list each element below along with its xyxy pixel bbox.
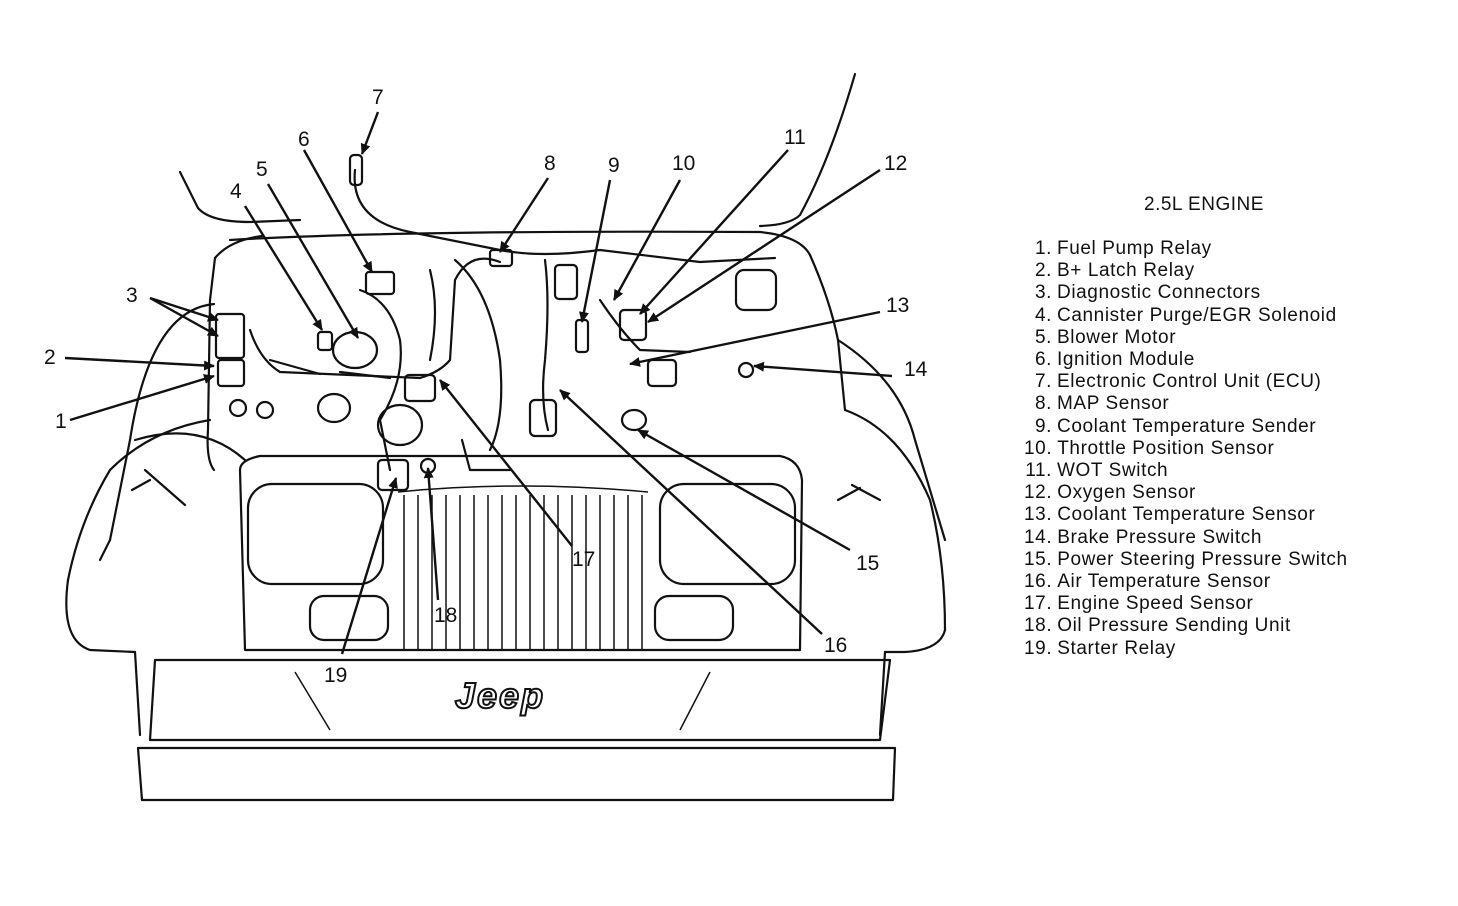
vehicle-outline	[65, 72, 947, 802]
callout-14: 14	[904, 358, 928, 381]
callout-18: 18	[434, 604, 457, 627]
legend-number: 17.	[1024, 593, 1053, 615]
legend-item: 6.Ignition Module	[1024, 349, 1424, 371]
legend-label: Oil Pressure Sending Unit	[1057, 615, 1291, 637]
legend-label: Power Steering Pressure Switch	[1057, 548, 1348, 570]
legend-number: 10.	[1024, 437, 1053, 459]
legend-number: 1.	[1034, 238, 1052, 259]
callout-6: 6	[298, 128, 310, 151]
callout-17: 17	[572, 548, 595, 571]
legend-label: Coolant Temperature Sensor	[1057, 504, 1316, 526]
legend-label: B+ Latch Relay	[1057, 260, 1195, 282]
legend-number: 18.	[1024, 615, 1053, 637]
legend-number: 5.	[1034, 326, 1052, 348]
legend-item: 12.Oxygen Sensor	[1024, 482, 1424, 504]
legend-item: 17.Engine Speed Sensor	[1024, 593, 1424, 615]
legend-label: Fuel Pump Relay	[1057, 238, 1212, 259]
legend-item: 3.Diagnostic Connectors	[1024, 282, 1424, 304]
callout-7: 7	[372, 86, 384, 109]
legend-label: WOT Switch	[1057, 460, 1169, 482]
legend-item: 13.Coolant Temperature Sensor	[1024, 504, 1424, 526]
legend-label: Air Temperature Sensor	[1057, 571, 1271, 593]
legend-label: MAP Sensor	[1057, 393, 1170, 415]
legend-item: 4.Cannister Purge/EGR Solenoid	[1024, 305, 1424, 327]
callout-19: 19	[324, 664, 347, 687]
engine-components	[214, 153, 778, 492]
legend-label: Coolant Temperature Sender	[1057, 415, 1317, 437]
legend-item: 2.B+ Latch Relay	[1024, 260, 1424, 282]
legend-label: Diagnostic Connectors	[1057, 282, 1261, 304]
callout-12: 12	[884, 152, 907, 175]
legend-list: 1.Fuel Pump Relay 2.B+ Latch Relay 3.Dia…	[1024, 238, 1424, 660]
legend-label: Ignition Module	[1057, 349, 1195, 371]
legend-label: Oxygen Sensor	[1057, 482, 1196, 504]
legend-number: 3.	[1034, 282, 1052, 304]
callout-15: 15	[856, 552, 879, 575]
callout-2: 2	[44, 346, 56, 369]
legend-number: 15.	[1024, 548, 1053, 570]
legend-number: 6.	[1034, 349, 1052, 371]
legend-item: 19.Starter Relay	[1024, 638, 1424, 660]
legend-number: 14.	[1024, 526, 1053, 548]
legend-number: 13.	[1024, 504, 1053, 526]
callout-11: 11	[784, 126, 806, 149]
legend-number: 8.	[1034, 393, 1052, 415]
legend-item: 16.Air Temperature Sensor	[1024, 571, 1424, 593]
leader-lines	[64, 111, 893, 655]
callout-3: 3	[126, 284, 138, 307]
legend-number: 9.	[1034, 415, 1052, 437]
legend-title: 2.5L ENGINE	[1144, 194, 1264, 215]
legend-number: 19.	[1024, 637, 1053, 659]
callout-numbers: 1 2 3 4 5 6 7 8 9 10 11 12 13 14 15 16 1…	[44, 86, 928, 687]
callout-1: 1	[55, 410, 67, 433]
callout-16: 16	[824, 634, 847, 657]
legend-label: Brake Pressure Switch	[1057, 526, 1262, 548]
callout-5: 5	[256, 158, 268, 181]
legend-item: 1.Fuel Pump Relay	[1024, 238, 1424, 260]
legend-number: 4.	[1034, 304, 1052, 326]
legend-label: Cannister Purge/EGR Solenoid	[1057, 304, 1337, 326]
legend-number: 12.	[1024, 482, 1053, 504]
legend-number: 7.	[1034, 371, 1052, 393]
legend-item: 15.Power Steering Pressure Switch	[1024, 549, 1424, 571]
legend-item: 18.Oil Pressure Sending Unit	[1024, 615, 1424, 637]
legend: 2.5L ENGINE 1.Fuel Pump Relay 2.B+ Latch…	[1024, 194, 1424, 660]
jeep-logo: Jeep	[455, 675, 545, 716]
legend-item: 8.MAP Sensor	[1024, 393, 1424, 415]
legend-number: 16.	[1024, 571, 1053, 593]
legend-item: 11.WOT Switch	[1024, 460, 1424, 482]
legend-label: Electronic Control Unit (ECU)	[1057, 371, 1322, 393]
legend-number: 11.	[1025, 460, 1052, 482]
legend-label: Starter Relay	[1057, 637, 1176, 659]
legend-item: 5.Blower Motor	[1024, 327, 1424, 349]
legend-item: 14.Brake Pressure Switch	[1024, 527, 1424, 549]
legend-item: 9.Coolant Temperature Sender	[1024, 416, 1424, 438]
callout-13: 13	[886, 294, 909, 317]
callout-10: 10	[672, 152, 695, 175]
legend-item: 10.Throttle Position Sensor	[1024, 438, 1424, 460]
callout-9: 9	[608, 154, 620, 177]
legend-label: Blower Motor	[1057, 326, 1177, 348]
legend-item: 7.Electronic Control Unit (ECU)	[1024, 371, 1424, 393]
callout-4: 4	[230, 180, 242, 203]
legend-label: Engine Speed Sensor	[1057, 593, 1254, 615]
callout-8: 8	[544, 152, 556, 175]
legend-label: Throttle Position Sensor	[1057, 437, 1275, 459]
legend-number: 2.	[1034, 260, 1052, 282]
